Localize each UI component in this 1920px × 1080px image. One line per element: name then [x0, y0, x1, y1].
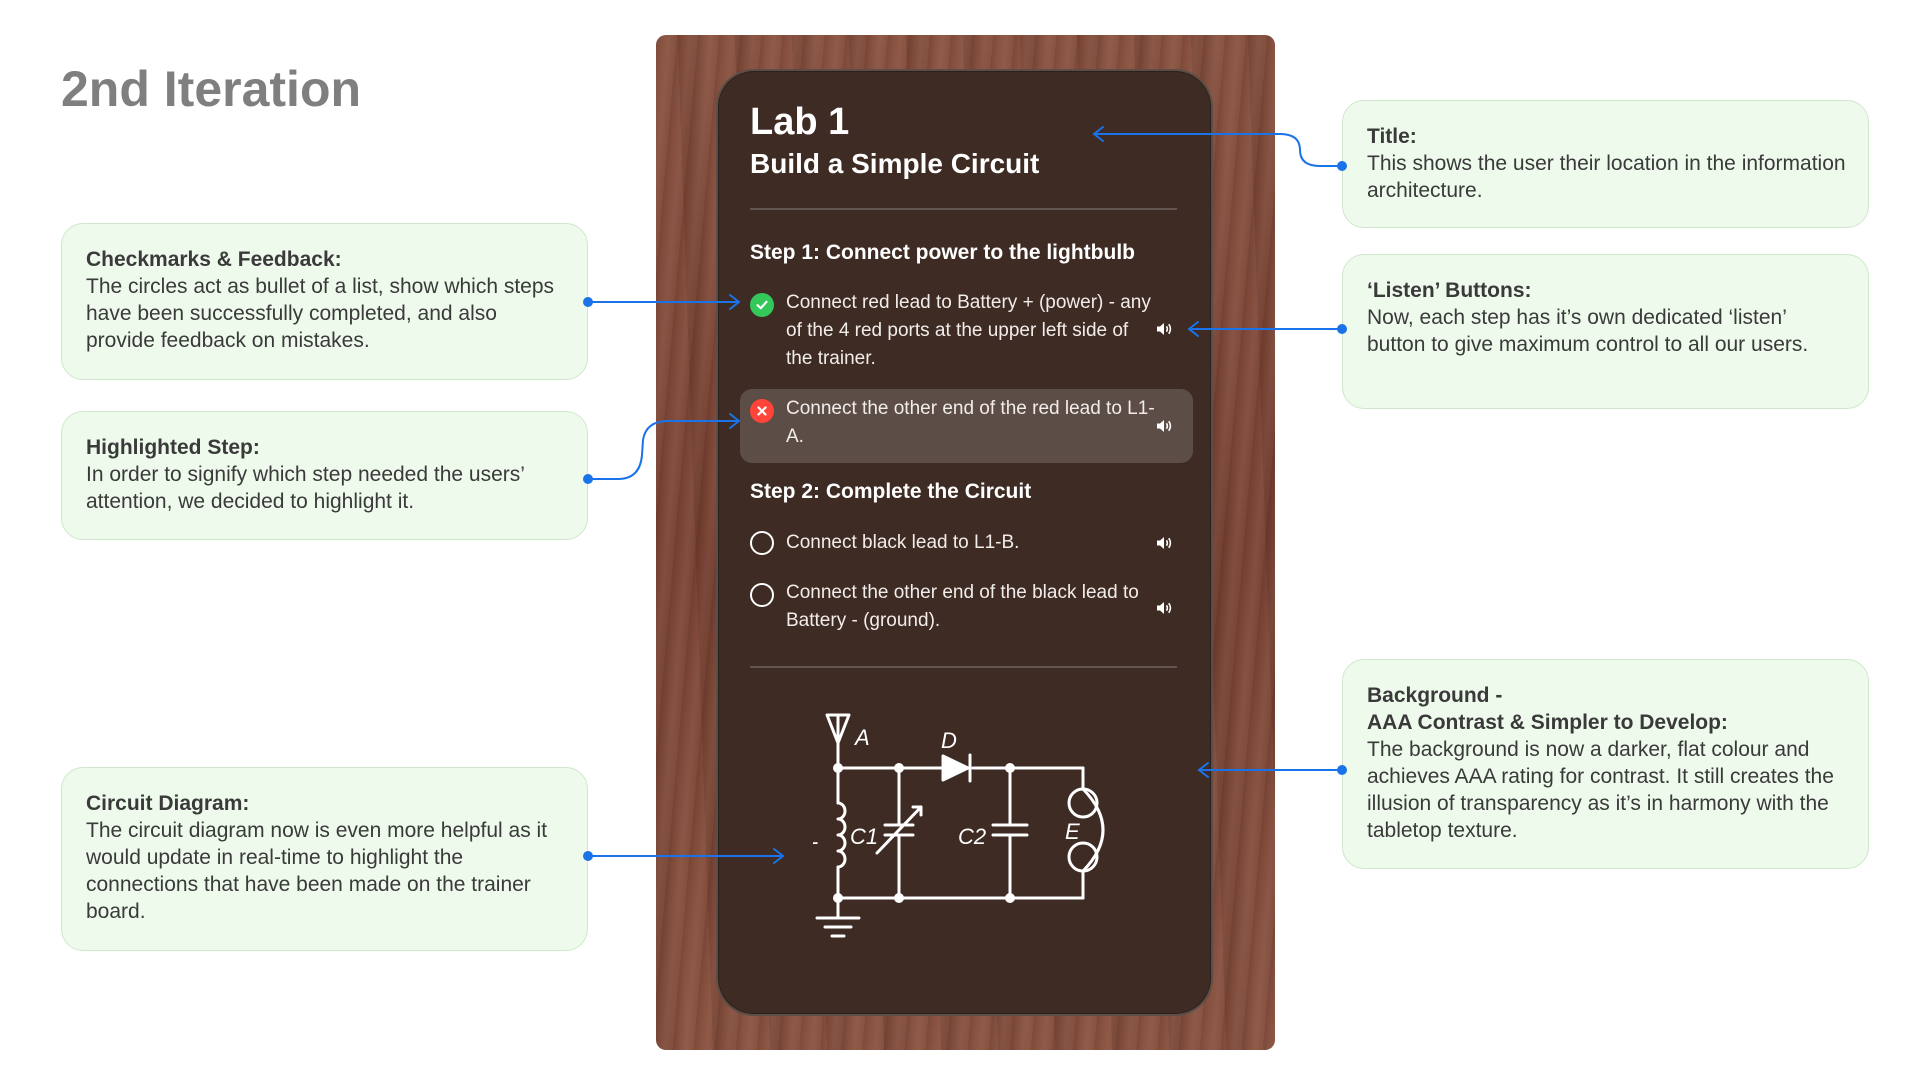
note-listen: ‘Listen’ Buttons: Now, each step has it’…: [1342, 254, 1869, 409]
note-background-body: The background is now a darker, flat col…: [1367, 738, 1834, 842]
step-item[interactable]: Connect the other end of the black lead …: [740, 579, 1193, 643]
variable-capacitor-symbol: [875, 766, 923, 900]
lab-subtitle: Build a Simple Circuit: [750, 148, 1040, 179]
note-background: Background - AAA Contrast & Simpler to D…: [1342, 659, 1869, 869]
page-title: 2nd Iteration: [61, 61, 362, 117]
note-background-heading: Background - AAA Contrast & Simpler to D…: [1367, 684, 1728, 734]
cap2-label: C2: [958, 824, 986, 849]
cap1-label: C1: [850, 824, 878, 849]
step-text: Connect the other end of the black lead …: [786, 582, 1139, 631]
speaker-icon[interactable]: [1153, 597, 1175, 619]
ground-symbol: [815, 896, 861, 938]
checkmark-icon: [750, 293, 774, 317]
inductor-symbol: [836, 766, 847, 900]
step-text: Connect the other end of the red lead to…: [786, 398, 1155, 447]
diode-label: D: [941, 728, 957, 753]
note-circuit-body: The circuit diagram now is even more hel…: [86, 819, 548, 923]
step-text: Connect red lead to Battery + (power) - …: [786, 292, 1151, 369]
circuit-diagram: A D L C1: [813, 713, 1105, 938]
note-title-heading: Title:: [1367, 125, 1417, 148]
lab-panel: Lab 1 Build a Simple Circuit Step 1: Con…: [716, 69, 1213, 1016]
empty-circle-icon: [750, 583, 774, 607]
speaker-icon[interactable]: [1153, 532, 1175, 554]
connector-title: [1095, 133, 1342, 167]
inductor-label: L: [813, 824, 819, 849]
empty-circle-icon: [750, 531, 774, 555]
note-title-body: This shows the user their location in th…: [1367, 152, 1846, 202]
earphone-label: E: [1065, 819, 1080, 844]
lab-title: Lab 1: [750, 101, 850, 143]
note-highlighted-body: In order to signify which step needed th…: [86, 463, 525, 513]
step-heading: Step 1: Connect power to the lightbulb: [750, 241, 1135, 264]
highlighted-step-item[interactable]: Connect the other end of the red lead to…: [740, 389, 1193, 463]
step-text: Connect black lead to L1-B.: [786, 532, 1020, 553]
note-checkmarks: Checkmarks & Feedback: The circles act a…: [61, 223, 588, 380]
speaker-icon[interactable]: [1153, 415, 1175, 437]
divider: [750, 666, 1177, 668]
divider: [750, 208, 1177, 210]
capacitor-symbol: [991, 766, 1029, 900]
junction-dots: [833, 763, 1015, 903]
note-highlighted: Highlighted Step: In order to signify wh…: [61, 411, 588, 540]
connector-arrowheads: [729, 126, 1209, 864]
connector-highlighted: [588, 420, 738, 480]
note-highlighted-heading: Highlighted Step:: [86, 436, 260, 459]
note-circuit-heading: Circuit Diagram:: [86, 792, 250, 815]
step-item[interactable]: Connect red lead to Battery + (power) - …: [740, 289, 1193, 381]
note-checkmarks-body: The circles act as bullet of a list, sho…: [86, 275, 555, 352]
speaker-icon[interactable]: [1153, 318, 1175, 340]
error-icon: [750, 399, 774, 423]
note-circuit: Circuit Diagram: The circuit diagram now…: [61, 767, 588, 951]
earphone-symbol: [1067, 766, 1105, 900]
note-listen-heading: ‘Listen’ Buttons:: [1367, 279, 1532, 302]
step-heading: Step 2: Complete the Circuit: [750, 480, 1032, 503]
step-item[interactable]: Connect black lead to L1-B.: [740, 527, 1193, 561]
note-checkmarks-heading: Checkmarks & Feedback:: [86, 248, 342, 271]
antenna-label: A: [853, 725, 870, 750]
note-listen-body: Now, each step has it’s own dedicated ‘l…: [1367, 306, 1809, 356]
diode-symbol: [941, 753, 972, 783]
